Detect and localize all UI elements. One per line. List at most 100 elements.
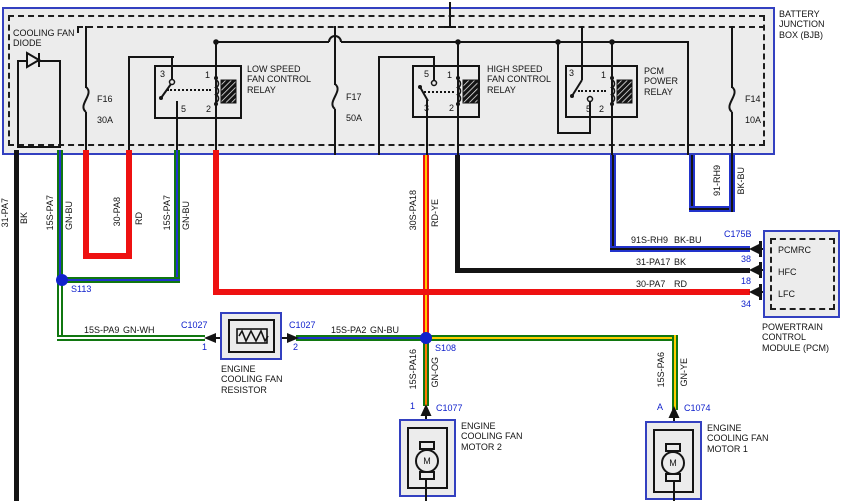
pcm-pin-34: 34 <box>741 299 752 309</box>
connector-c175b-label: C175B <box>724 229 752 239</box>
motor1-brush-top <box>665 443 681 452</box>
wire-91-rh9-color: BK-BU <box>736 167 746 195</box>
bjb-bus-segment-1 <box>215 41 329 43</box>
bjb-inner-dashed-line <box>77 26 765 28</box>
wire-15s-pa7R-circuit: 15S-PA7 <box>162 195 172 231</box>
bjb-bus-drop-right <box>687 41 689 155</box>
wire-30-pa7-circuit: 30-PA7 <box>636 279 666 289</box>
bus-junction-dot-pcmr <box>609 39 615 45</box>
f14-name: F14 <box>745 94 761 105</box>
wire-30s-pa18 <box>423 155 429 338</box>
wire-15s-pa6-vert <box>672 335 678 410</box>
ls-pin-1: 1 <box>205 70 211 80</box>
fuse-f17-label: F17 50A <box>346 82 362 134</box>
motor1-m: M <box>669 458 677 468</box>
bus-junction-dot-branch <box>555 39 561 45</box>
pcm-bar-3 <box>759 284 762 300</box>
fuse-f16-label: F16 30A <box>97 84 113 136</box>
f16-name: F16 <box>97 94 113 105</box>
wire-91s-rh9-horiz <box>610 246 750 252</box>
connector-c1074-label: C1074 <box>684 403 711 413</box>
wire-15s-pa2-circuit: 15S-PA2 <box>331 325 367 335</box>
cooling-fan-diode-label: COOLING FAN DIODE <box>13 28 75 49</box>
pcmrelay-bus-branch-h <box>557 132 591 134</box>
c175b-pin34-arrow <box>749 286 760 298</box>
pcm-pin-38: 38 <box>741 254 752 264</box>
pcm-pin-pcmrc: PCMRC <box>778 245 811 255</box>
pcmr-pin-1: 1 <box>601 70 607 80</box>
c175b-pin38-arrow <box>749 243 760 255</box>
wire-15s-pa16 <box>423 341 429 406</box>
pcmr-relay-linkage <box>578 90 606 92</box>
wire-91s-rh9-circuit: 91S-RH9 <box>631 235 669 245</box>
connector-c1077-pin: 1 <box>410 401 416 411</box>
ls-pin3-drop <box>171 56 173 80</box>
wire-91s-rh9-vert <box>610 155 616 252</box>
wire-15s-pa7-right <box>174 150 180 283</box>
wire-31-pa17-horiz <box>455 268 750 273</box>
f17-bottom-lead <box>334 109 336 155</box>
f16-bottom-lead <box>85 112 87 155</box>
wire-15s-pa9-vert <box>57 283 63 341</box>
wire-30-pa8-bottom <box>83 253 132 259</box>
f17-top-lead <box>334 26 336 85</box>
motor1-label: ENGINE COOLING FAN MOTOR 1 <box>707 423 769 454</box>
motor2-label: ENGINE COOLING FAN MOTOR 2 <box>461 421 523 452</box>
resistor-label: ENGINE COOLING FAN RESISTOR <box>221 364 283 395</box>
pcm-dashed-box <box>770 238 835 310</box>
hs-relay-switch-icon <box>418 79 438 102</box>
hot-feed-terminal <box>444 26 456 28</box>
pcm-title: POWERTRAIN CONTROL MODULE (PCM) <box>762 322 829 353</box>
ls-relay-linkage <box>167 89 211 91</box>
hot-feed-line <box>449 2 451 27</box>
motor2-inner-box <box>407 427 448 489</box>
hs-pin3-drop <box>426 100 428 155</box>
wire-15s-pa9-horiz <box>57 335 205 341</box>
f17-amp: 50A <box>346 113 363 124</box>
wire-91-rh9-right-leg <box>729 155 735 212</box>
bus-junction-dot-hs <box>455 39 461 45</box>
wire-30s-pa18-circuit: 30S-PA18 <box>408 190 418 231</box>
hs-coil-top-lead <box>457 41 459 67</box>
splice-s113-label: S113 <box>71 284 92 294</box>
wire-30-pa7-horiz <box>213 289 750 295</box>
wire-31-pa17-vert <box>455 155 460 273</box>
f17-name: F17 <box>346 92 362 103</box>
wire-15s-pa2-color: GN-BU <box>370 325 399 335</box>
diode-icon <box>26 51 41 69</box>
wire-15s-pa7R-color: GN-BU <box>181 201 191 230</box>
low-speed-relay-box <box>154 65 242 119</box>
connector-c1077-label: C1077 <box>436 403 463 413</box>
hot-feed-label: Hot at all times <box>416 0 476 2</box>
ls-return-horiz <box>128 56 174 58</box>
wire-91-rh9-left-leg <box>689 155 695 212</box>
wire-31-pa7-circuit: 31-PA7 <box>0 198 10 228</box>
wire-15s-pa6-color: GN-YE <box>679 358 689 387</box>
pcmr-relay-switch-icon <box>570 79 594 103</box>
wire-15s-pa7L-color: GN-BU <box>64 201 74 230</box>
bjb-bus-segment-2 <box>341 41 689 43</box>
wire-31-pa17-color: BK <box>674 257 687 267</box>
wire-15s-pa16-circuit: 15S-PA16 <box>408 349 418 390</box>
hs-pin-2: 2 <box>449 103 455 113</box>
ls-coil-line <box>215 65 217 119</box>
ls-pin-3: 3 <box>160 69 166 79</box>
ls-coil-top-lead <box>215 41 217 67</box>
ls-relay-switch-icon <box>159 78 176 100</box>
low-speed-relay-label: LOW SPEED FAN CONTROL RELAY <box>247 64 312 95</box>
pcm-power-relay-box <box>565 65 638 118</box>
motor1-inner-box <box>653 429 694 493</box>
bjb-outer-box <box>2 7 775 155</box>
f14-amp: 10A <box>745 115 762 126</box>
pcm-bar-1 <box>759 241 762 257</box>
pcmrelay-pin2-drop <box>611 118 613 155</box>
high-speed-relay-box <box>412 65 480 118</box>
bjb-title: BATTERY JUNCTION BOX (BJB) <box>779 9 825 40</box>
pcmrelay-coil-line <box>611 65 613 118</box>
fuse-f14-icon <box>728 86 736 113</box>
wire-15s-pa9-color: GN-WH <box>123 325 155 335</box>
ls-relay-coil-icon <box>213 76 237 106</box>
f14-top-lead <box>731 26 733 88</box>
pcmrelay-pin3-feed <box>581 26 583 80</box>
